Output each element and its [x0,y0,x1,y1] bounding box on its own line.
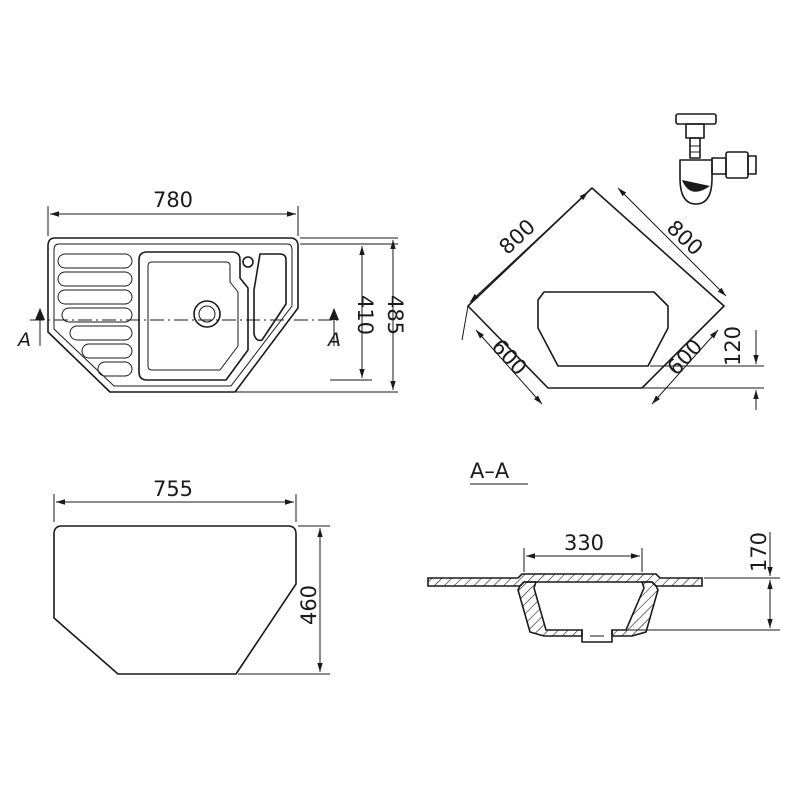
drain-outlet [581,629,613,643]
bowl-wall-left [517,581,583,637]
siphon-tube [689,137,701,159]
dim-line-800-left [469,191,589,303]
corner-layout-view: 800 800 600 600 120 [461,187,764,410]
main-bowl [138,251,249,381]
drain-hole-inner [198,305,216,323]
dim-cutout-depth: 460 [297,585,321,625]
siphon-bowl [679,159,713,205]
siphon-fitting-icon [675,113,757,205]
groove [61,307,133,323]
groove [57,253,133,269]
sink-in-corner [537,291,669,367]
dim-corner-side-b: 800 [662,215,708,260]
sink-section-rim [427,573,703,587]
dim-bowl-width: 330 [564,531,604,555]
dim-depth-outer: 485 [383,295,407,335]
dim-corner-front-b: 600 [662,334,707,380]
siphon-shadow [682,180,710,192]
cutout-view: 755 460 [53,477,330,675]
section-arrow-right [329,308,339,320]
dim-depth-inner: 410 [353,295,377,335]
section-label-right: A [326,329,341,351]
drainer-grooves [57,253,133,377]
section-a-a-view: A–A 330 170 [427,459,780,643]
groove [97,361,133,377]
ext-line [461,305,469,341]
dim-line-800-right [617,187,727,297]
sink-top-view: A A 780 410 485 [16,188,407,393]
dim-top-width: 780 [153,188,193,212]
section-arrow-left [35,308,45,320]
main-bowl-inner [147,261,239,371]
groove [69,325,133,341]
cutout-outline [53,525,297,675]
drain-hole [193,300,221,328]
sink-inner-rim [53,243,293,387]
groove [57,289,133,305]
siphon-neck [685,123,705,139]
groove [81,343,133,359]
groove [57,271,133,287]
bowl-wall-right [611,581,659,637]
dim-line-600-right [651,329,719,405]
siphon-nut [725,151,749,179]
small-bowl [253,253,287,342]
section-label-left: A [16,329,31,351]
siphon-cap [675,113,717,125]
section-title: A–A [470,459,510,483]
dim-cutout-width: 755 [153,477,193,501]
dim-bowl-depth: 170 [747,532,771,572]
siphon-outlet [711,157,727,175]
faucet-hole [242,256,254,268]
dim-corner-front-a: 600 [487,334,532,380]
sink-outline [47,237,299,393]
dim-line-600-left [475,329,543,405]
dim-corner-offset: 120 [721,326,745,366]
siphon-end [747,155,757,175]
dim-corner-side-a: 800 [494,214,540,259]
